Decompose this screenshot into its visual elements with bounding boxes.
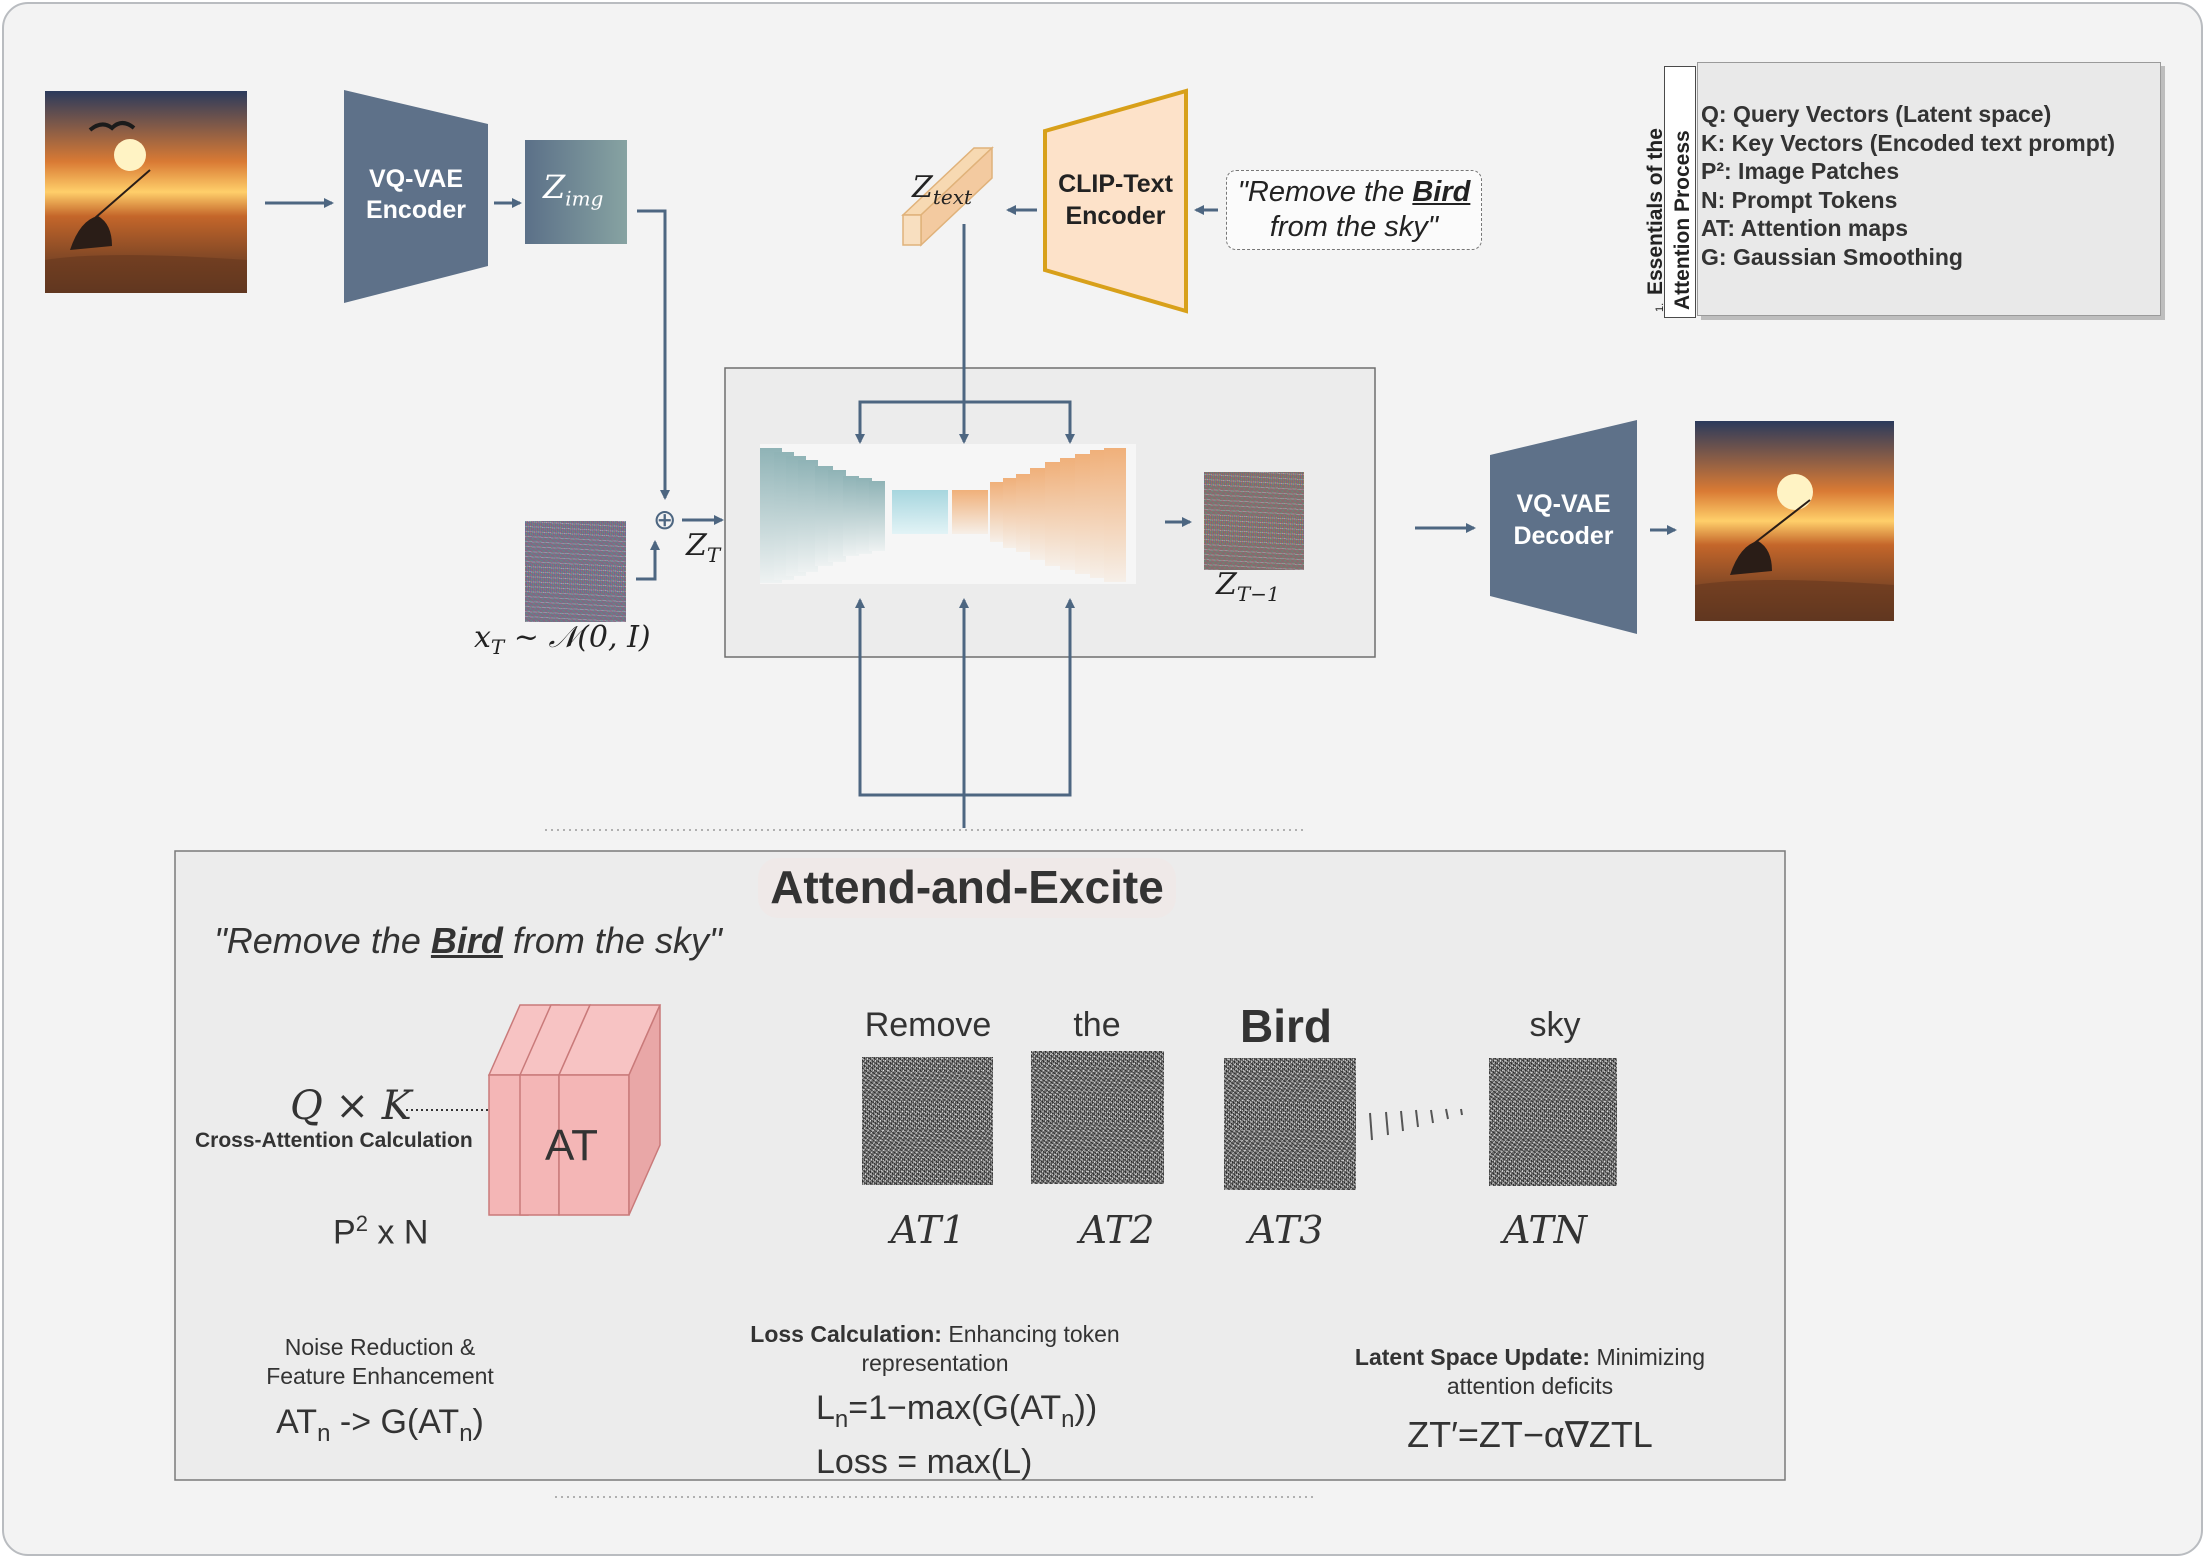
legend-side-tab: [1664, 66, 1696, 318]
latent-update-line-2: attention deficits: [1446, 1373, 1614, 1399]
legend-item-at: AT: Attention maps: [1701, 215, 1908, 241]
latent-update-heading: Latent Space Update: Minimizing: [1354, 1344, 1706, 1370]
loss-line-2: representation: [861, 1350, 1009, 1376]
noise-reduction-line-1: Noise Reduction &: [284, 1334, 476, 1360]
legend-title-line-2: Attention Process: [1671, 130, 1694, 310]
legend-item-g: G: Gaussian Smoothing: [1701, 244, 1963, 270]
z-img-box: [525, 140, 627, 244]
attention-map-sky: [1489, 1058, 1617, 1186]
z-t-minus-1-label: ZT−1: [1216, 567, 1280, 606]
token-label-at3: AT3: [1248, 1208, 1324, 1252]
legend-item-k: K: Key Vectors (Encoded text prompt): [1701, 130, 2116, 156]
noise-distribution-label: xT ~ 𝒩(0, I): [474, 620, 651, 659]
attention-map-bird: [1224, 1058, 1356, 1190]
z-t-minus-1-image: [1204, 472, 1304, 570]
qk-label: Q × K: [290, 1083, 412, 1129]
z-text-bar: [901, 146, 994, 247]
z-t-label: ZT: [686, 528, 721, 567]
loss-formula-1: Ln=1−max(G(ATn)): [816, 1389, 1098, 1433]
attention-map-the: [1031, 1051, 1164, 1184]
concat-operator: ⊕: [653, 504, 677, 535]
clip-text-encoder-shape: [1043, 88, 1188, 314]
panel-prompt: "Remove the Bird from the sky": [214, 920, 722, 961]
attention-map-remove: [862, 1057, 993, 1185]
loss-heading: Loss Calculation: Enhancing token: [750, 1321, 1120, 1347]
latent-update-formula: ZT′=ZT−α∇ZTL: [1407, 1414, 1653, 1455]
at-block-stack: [487, 1004, 662, 1216]
prompt-text-box: "Remove the Bird from the sky": [1226, 170, 1482, 250]
legend-item-n: N: Prompt Tokens: [1701, 187, 1898, 213]
title-pill: [758, 858, 1176, 918]
noise-latent-image: [525, 521, 626, 622]
token-word-sky: sky: [1529, 1006, 1581, 1044]
legend-corner-mark: 1.: [1654, 302, 1666, 312]
at-block-label: AT: [545, 1121, 598, 1170]
z-text-label: Ztext: [912, 170, 973, 209]
unet-blocks: [760, 448, 1126, 583]
noise-reduction-formula: ATn -> G(ATn): [276, 1403, 484, 1447]
legend-item-q: Q: Query Vectors (Latent space): [1701, 101, 2052, 127]
token-word-remove: Remove: [864, 1006, 992, 1044]
z-img-label: Zimg: [543, 168, 604, 211]
token-word-bird: Bird: [1240, 1000, 1332, 1052]
loss-formula-2: Loss = max(L): [816, 1443, 1033, 1481]
clip-encoder-label-1: CLIP-Text: [1058, 170, 1173, 198]
legend-box: [1697, 62, 2161, 316]
vq-vae-decoder-shape: [1490, 420, 1637, 634]
clip-encoder-label-2: Encoder: [1065, 202, 1166, 230]
cross-attention-label: Cross-Attention Calculation: [195, 1129, 473, 1152]
vq-decoder-label-1: VQ-VAE: [1516, 490, 1611, 518]
token-word-the: the: [1073, 1006, 1121, 1044]
p2n-label: P2 x N: [333, 1211, 429, 1252]
vq-encoder-label-1: VQ-VAE: [369, 165, 463, 193]
panel-title: Attend-and-Excite: [770, 861, 1164, 913]
input-image: [45, 91, 247, 293]
vq-vae-encoder-shape: [344, 90, 488, 303]
noise-reduction-line-2: Feature Enhancement: [266, 1363, 494, 1389]
legend-title-line-1: Essentials of the: [1644, 128, 1667, 295]
legend-item-p2: P²: Image Patches: [1701, 158, 1900, 184]
token-label-at2: AT2: [1079, 1208, 1155, 1252]
token-label-atn: ATN: [1503, 1208, 1587, 1252]
output-image: [1695, 421, 1894, 621]
vq-decoder-label-2: Decoder: [1513, 522, 1614, 550]
token-label-at1: AT1: [890, 1208, 966, 1252]
vq-encoder-label-2: Encoder: [365, 196, 467, 224]
